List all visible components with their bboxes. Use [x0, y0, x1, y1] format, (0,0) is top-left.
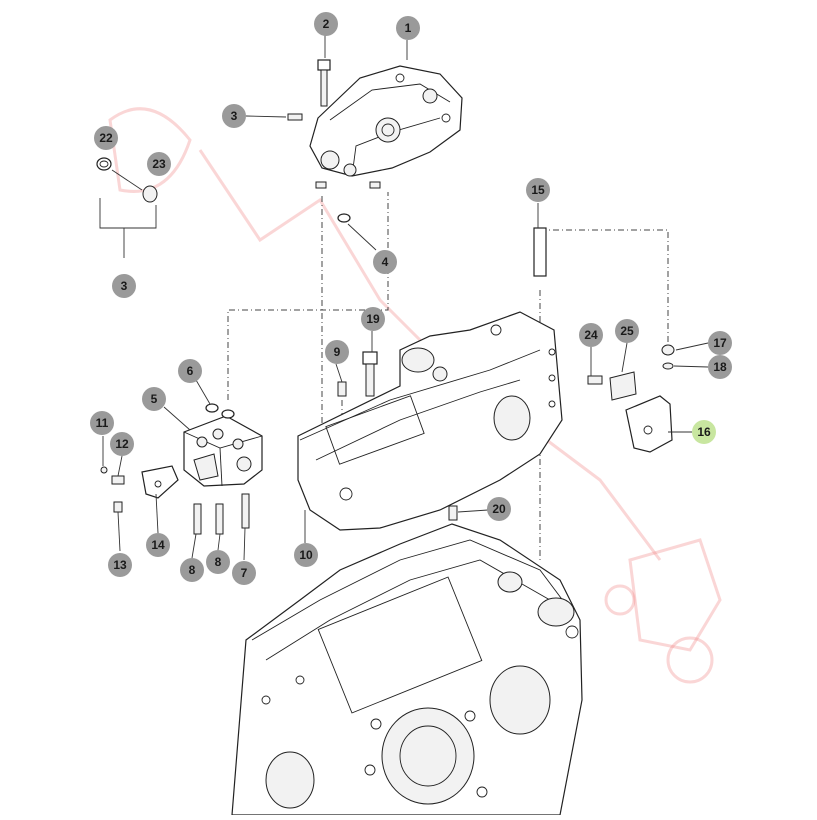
- callout-22[interactable]: 22: [94, 126, 118, 150]
- valve-housing-part-1: [309, 65, 463, 177]
- callout-11[interactable]: 11: [90, 411, 114, 435]
- sensor-bracket-parts-16-25: [587, 344, 675, 453]
- callout-18[interactable]: 18: [708, 355, 732, 379]
- callout-5[interactable]: 5: [142, 387, 166, 411]
- callout-6[interactable]: 6: [178, 359, 202, 383]
- o-ring-part-4: [337, 213, 351, 223]
- bolt-part-19: [362, 351, 378, 397]
- bracket-parts-11-14: [100, 465, 179, 513]
- callout-10[interactable]: 10: [294, 543, 318, 567]
- bolt-part-2: [317, 59, 331, 107]
- dowel-part-9: [337, 381, 347, 397]
- callout-23[interactable]: 23: [147, 152, 171, 176]
- transmission-housing: [231, 523, 583, 816]
- bolts-parts-7-8: [193, 493, 250, 535]
- callout-25[interactable]: 25: [615, 319, 639, 343]
- watermark-logo: [108, 107, 722, 684]
- callout-14[interactable]: 14: [146, 533, 170, 557]
- callout-16[interactable]: 16: [692, 420, 716, 444]
- callout-8[interactable]: 8: [180, 558, 204, 582]
- lift-housing-part-10: [297, 311, 563, 531]
- callout-13[interactable]: 13: [108, 553, 132, 577]
- pin-part-15: [533, 227, 547, 277]
- callout-7[interactable]: 7: [232, 561, 256, 585]
- callout-4[interactable]: 4: [373, 250, 397, 274]
- callout-9[interactable]: 9: [325, 340, 349, 364]
- callout-3[interactable]: 3: [222, 104, 246, 128]
- dowel-part-20: [448, 505, 458, 521]
- callout-20[interactable]: 20: [487, 497, 511, 521]
- control-valve-part-5: [183, 415, 263, 487]
- callout-19[interactable]: 19: [361, 307, 385, 331]
- small-screws-part-3: [287, 113, 381, 189]
- leader-lines: [102, 35, 709, 561]
- callout-12[interactable]: 12: [110, 432, 134, 456]
- callout-2[interactable]: 2: [314, 12, 338, 36]
- callout-17[interactable]: 17: [708, 331, 732, 355]
- callout-15[interactable]: 15: [526, 178, 550, 202]
- o-rings-part-6: [205, 403, 235, 419]
- callout-3[interactable]: 3: [112, 274, 136, 298]
- callout-24[interactable]: 24: [579, 323, 603, 347]
- callout-8[interactable]: 8: [206, 550, 230, 574]
- seal-and-plug-parts-22-23: [96, 157, 158, 258]
- callout-1[interactable]: 1: [396, 16, 420, 40]
